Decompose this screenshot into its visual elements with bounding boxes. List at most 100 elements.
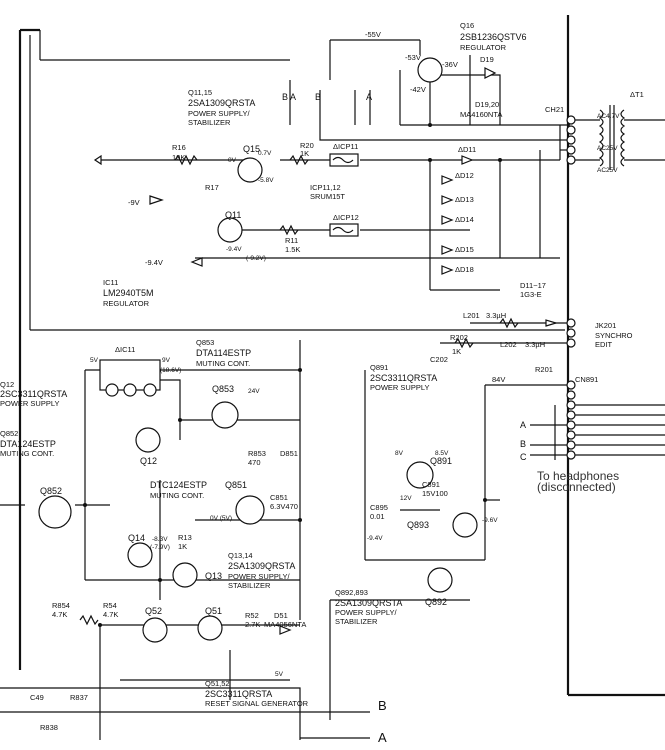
icp11-ref: ΔICP11 — [333, 142, 358, 151]
ic11b-ref: ΔIC11 — [115, 345, 135, 354]
q13-14-role1: POWER SUPPLY/ — [228, 572, 290, 581]
junctions — [83, 123, 502, 627]
q892-893-part: 2SA1309QRSTA — [335, 598, 402, 608]
q52-tag: Q52 — [145, 606, 162, 616]
r11-val: 1.5K — [285, 245, 300, 254]
jk201-role1: SYNCHRO — [595, 331, 633, 340]
top-wiring — [29, 30, 570, 331]
ac47v-label: AC4.7V — [597, 113, 620, 120]
d11-17-type: 1G3-E — [520, 290, 542, 299]
r52-ref: R52 — [245, 611, 259, 620]
conn-a-label: A — [520, 420, 526, 430]
ic11-box — [99, 359, 161, 397]
q851-part: DTC124ESTP — [150, 480, 207, 490]
q853-symbol — [211, 401, 239, 429]
d18-ref: ΔD18 — [455, 265, 474, 274]
ba-label: B A — [282, 92, 296, 102]
d15-ref: ΔD15 — [455, 245, 474, 254]
c891-ref: C891 — [422, 480, 440, 489]
l201-val: 3.3µH — [486, 311, 506, 320]
diodes — [279, 67, 497, 635]
r854-val: 4.7K — [52, 610, 67, 619]
d11-ref: ΔD11 — [458, 145, 476, 154]
t1-ref: ΔT1 — [630, 90, 644, 99]
vm94b-label: -9.4V — [367, 535, 383, 542]
q11-15-role2: STABILIZER — [188, 118, 231, 127]
q852-symbol — [38, 495, 72, 529]
q14-tag: Q14 — [128, 533, 145, 543]
q892-893-role1: POWER SUPPLY/ — [335, 608, 397, 617]
headphones-note-line1: To headphones — [537, 469, 619, 483]
r202-ref: R202 — [450, 333, 468, 342]
vm96-label: -9.6V — [482, 517, 498, 524]
minus42v-label: -42V — [410, 85, 426, 94]
icp-part: ICP11,12 — [310, 183, 341, 192]
q13-14-part: 2SA1309QRSTA — [228, 561, 295, 571]
v85-label: 8.5V — [435, 450, 449, 457]
ic11-role: REGULATOR — [103, 299, 150, 308]
d19-20-type: MA4160NTA — [460, 110, 502, 119]
v9-label: 9V — [162, 357, 171, 364]
d19-ref: D19 — [480, 55, 494, 64]
q16-part: 2SB1236QSTV6 — [460, 32, 527, 42]
r13-val: 1K — [178, 542, 187, 551]
q851-tag: Q851 — [225, 480, 247, 490]
bus-b-label: B — [378, 698, 387, 713]
l202-val: 3.3µH — [525, 340, 545, 349]
r201-ref: R201 — [535, 365, 553, 374]
q11-15-part: 2SA1309QRSTA — [188, 98, 255, 108]
q853-ref: Q853 — [196, 338, 214, 347]
mid-wiring — [0, 340, 500, 740]
v0-label: 0V — [228, 157, 237, 164]
q12-symbol — [135, 427, 161, 453]
q51-tag: Q51 — [205, 606, 222, 616]
q852-role: MUTING CONT. — [0, 449, 54, 458]
q13-symbol — [172, 562, 198, 588]
bus-a-label: A — [378, 730, 387, 745]
v5b-label: 5V — [275, 671, 284, 678]
ac25v-label-a: AC25V — [597, 145, 618, 152]
l201-ref: L201 — [463, 311, 480, 320]
minus55v-label: -55V — [365, 30, 381, 39]
v84-label: 84V — [492, 375, 505, 384]
q892-893-ref: Q892,893 — [335, 588, 368, 597]
d19-20-ref: D19,20 — [475, 100, 499, 109]
d51-ref: D51 — [274, 611, 288, 620]
q892-893-role2: STABILIZER — [335, 617, 378, 626]
ch21-ref: CH21 — [545, 105, 564, 114]
r11-ref: R11 — [285, 236, 298, 245]
r52-val: 2.7K — [245, 620, 260, 629]
v12-label: 12V — [400, 495, 412, 502]
q892-symbol — [427, 567, 453, 593]
d851-ref: D851 — [280, 449, 298, 458]
r54-val: 4.7K — [103, 610, 118, 619]
q15-ref: Q15 — [243, 144, 260, 154]
jack-jk201 — [440, 318, 576, 348]
r853-ref: R853 — [248, 449, 266, 458]
l202-ref: L202 — [500, 340, 517, 349]
d12-ref: ΔD12 — [455, 171, 474, 180]
b-label: B — [315, 92, 321, 102]
r202-val: 1K — [452, 347, 461, 356]
r13-ref: R13 — [178, 533, 192, 542]
vm79-label: (-7.9V) — [150, 544, 170, 551]
vm83-label: -8.3V — [152, 536, 168, 543]
q16-ref: Q16 — [460, 21, 474, 30]
q15-symbol — [237, 157, 263, 183]
q893-tag: Q893 — [407, 520, 429, 530]
d13-ref: ΔD13 — [455, 195, 474, 204]
q13-tag: Q13 — [205, 571, 222, 581]
q892-tag: Q892 — [425, 597, 447, 607]
connector-ch21 — [566, 115, 576, 165]
q891-part: 2SC3311QRSTA — [370, 373, 437, 383]
q11-symbol — [217, 217, 243, 243]
q853-role: MUTING CONT. — [196, 359, 250, 368]
c202-ref: C202 — [430, 355, 448, 364]
q12-part: 2SC3311QRSTA — [0, 389, 67, 399]
q852-part: DTA124ESTP — [0, 439, 56, 449]
d14-ref: ΔD14 — [455, 215, 474, 224]
headphones-note-line2: (disconnected) — [537, 480, 616, 494]
conn-c-label: C — [520, 452, 527, 462]
transformer-t1 — [575, 105, 665, 170]
q51-symbol — [197, 615, 223, 641]
